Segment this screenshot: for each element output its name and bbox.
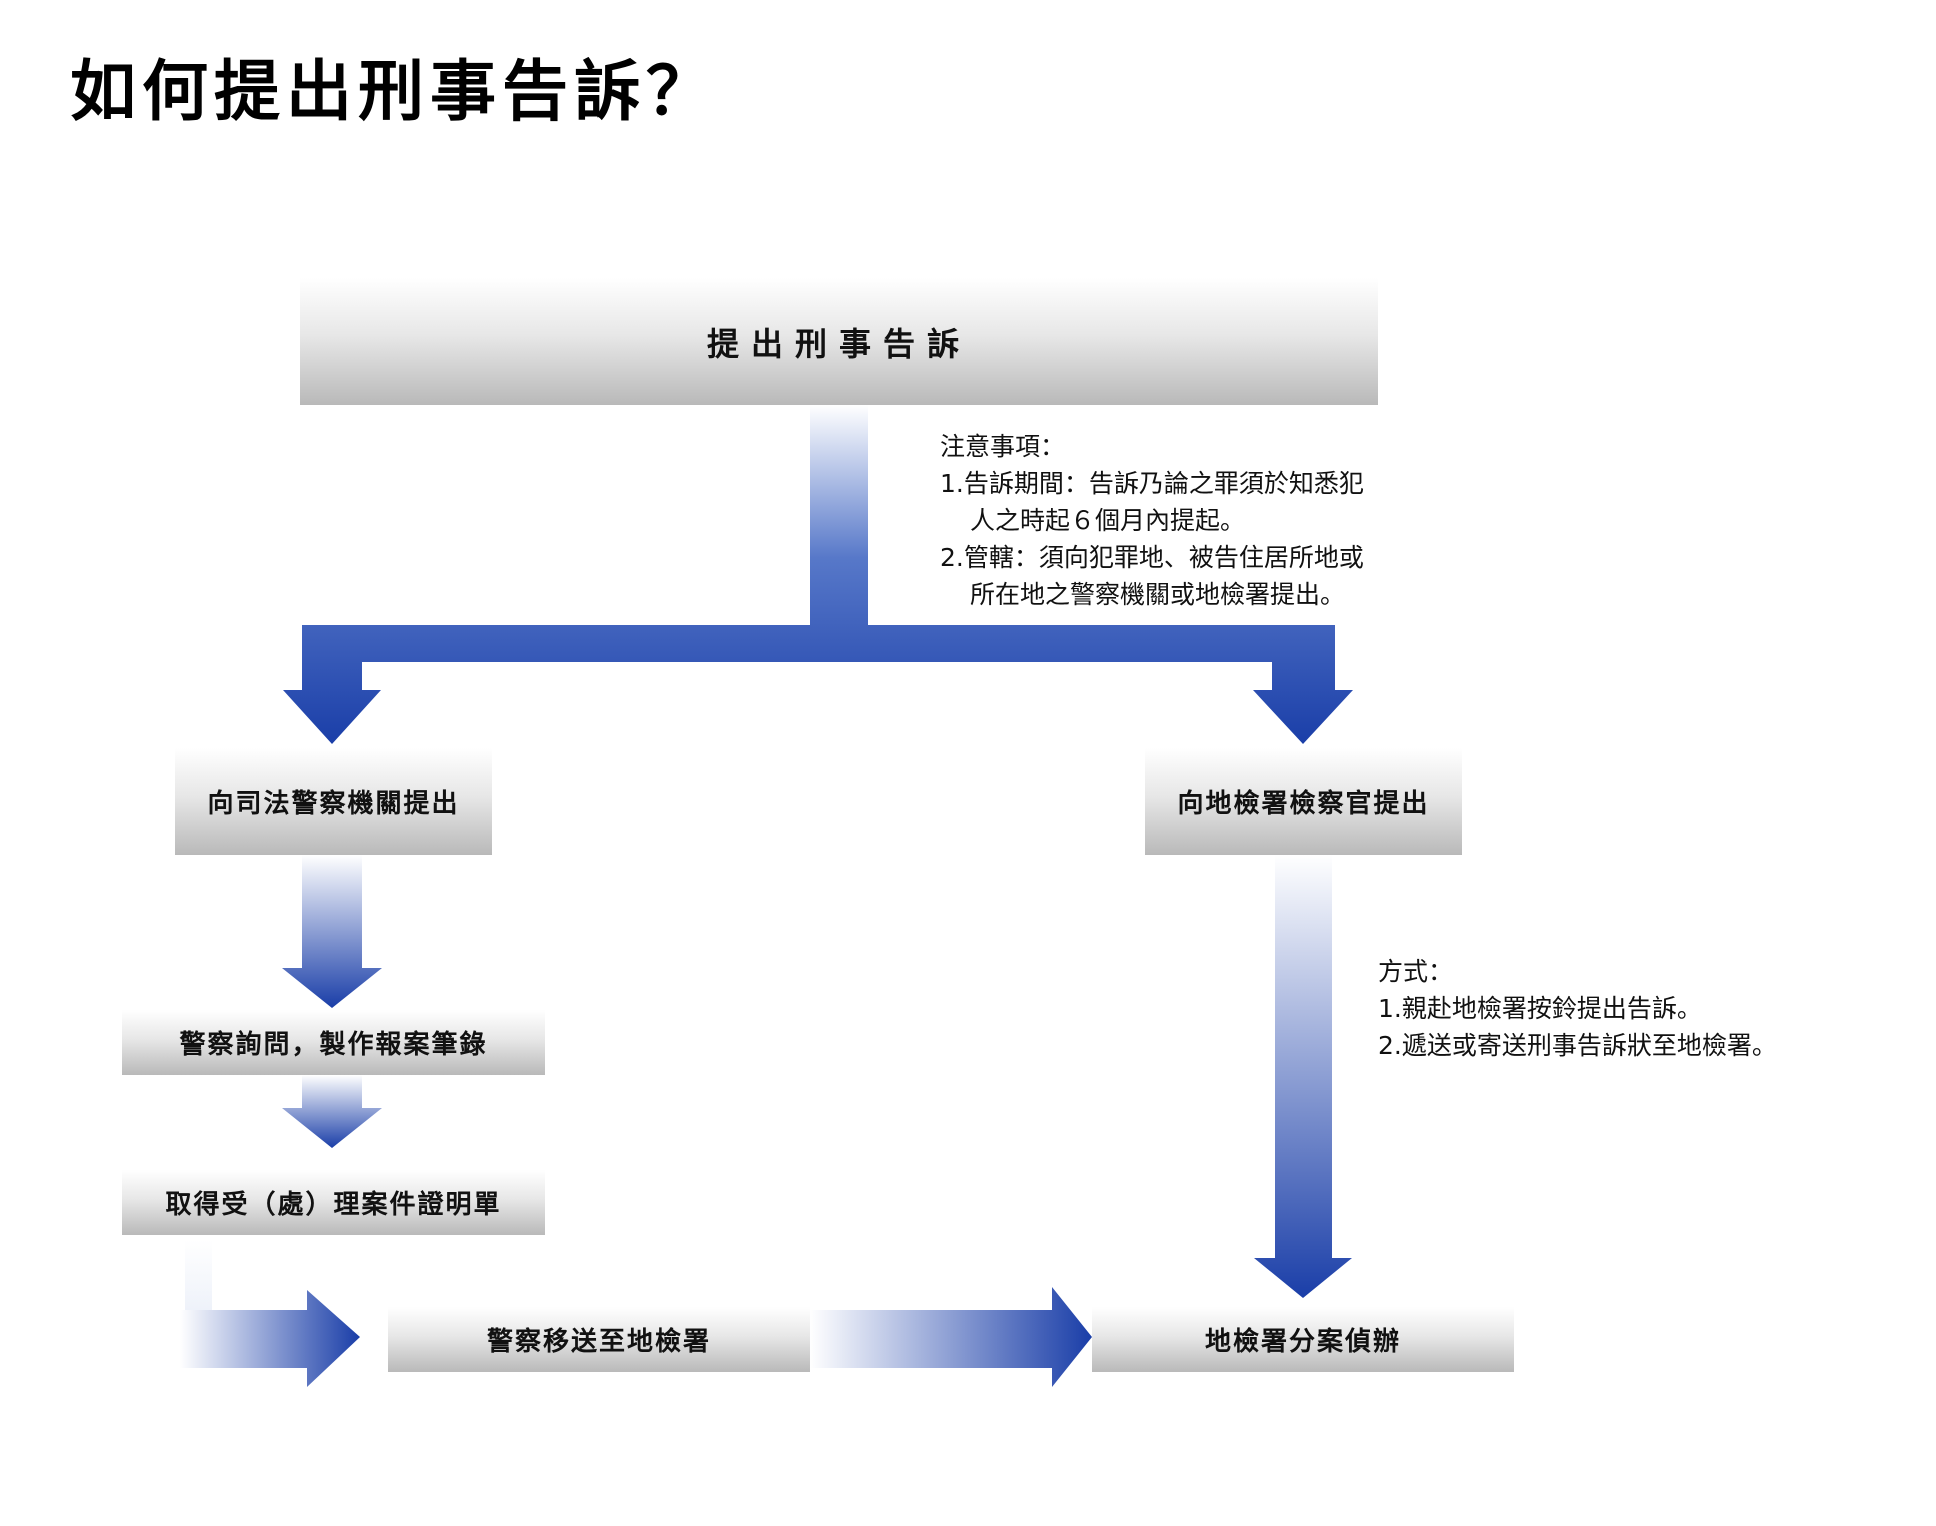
caution-title: 注意事項： [940,432,1066,461]
node-file-complaint: 提出刑事告訴 [300,278,1378,405]
node-prosecutor: 向地檢署檢察官提出 [1145,748,1462,855]
node-file-complaint-label: 提出刑事告訴 [706,324,971,363]
node-case-assignment: 地檢署分案偵辦 [1092,1307,1514,1372]
caution-item: 人之時起６個月內提起。 [970,506,1246,535]
arrow-police-to-interrogation [282,855,382,1008]
node-case-certificate-label: 取得受（處）理案件證明單 [165,1190,502,1220]
node-police-transfer-label: 警察移送至地檢署 [486,1327,711,1357]
caution-item: 2.管轄：須向犯罪地、被告住居所地或 [940,543,1364,572]
caution-item: 1.告訴期間：告訴乃論之罪須於知悉犯 [940,469,1364,498]
method-title: 方式： [1378,957,1454,986]
split-arrow [283,405,1353,744]
node-case-certificate: 取得受（處）理案件證明單 [122,1170,545,1235]
node-police-transfer: 警察移送至地檢署 [388,1307,810,1372]
arrow-certificate-to-transfer [180,1290,360,1387]
node-police-agency-label: 向司法警察機關提出 [207,789,460,819]
caution-item: 所在地之警察機關或地檢署提出。 [970,580,1346,609]
page-title: 如何提出刑事告訴？ [70,52,718,130]
node-police-agency: 向司法警察機關提出 [175,748,492,855]
caution-note: 注意事項： 1.告訴期間：告訴乃論之罪須於知悉犯 人之時起６個月內提起。 2.管… [940,428,1364,613]
arrow-prosecutor-to-assign [1254,855,1352,1298]
arrow-transfer-to-assign [810,1287,1092,1387]
arrow-interrogation-to-certificate [282,1075,382,1148]
node-police-interrogation: 警察詢問，製作報案筆錄 [122,1010,545,1075]
node-police-interrogation-label: 警察詢問，製作報案筆錄 [179,1030,488,1060]
method-note: 方式： 1.親赴地檢署按鈴提出告訴。 2.遞送或寄送刑事告訴狀至地檢署。 [1378,953,1777,1064]
method-item: 2.遞送或寄送刑事告訴狀至地檢署。 [1378,1031,1777,1060]
method-item: 1.親赴地檢署按鈴提出告訴。 [1378,994,1702,1023]
node-prosecutor-label: 向地檢署檢察官提出 [1177,789,1430,819]
node-case-assignment-label: 地檢署分案偵辦 [1204,1327,1401,1357]
